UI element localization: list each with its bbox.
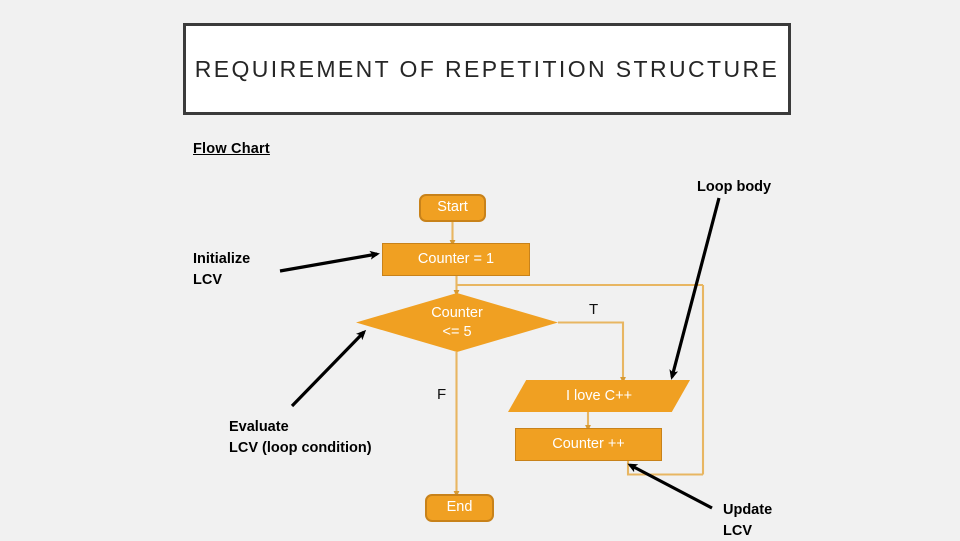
arrow-evaluate-lcv [290,329,367,408]
annotation-loop-body: Loop body [697,179,772,195]
flow-node-counter-init[interactable]: Counter = 1 [382,243,530,276]
annotation-evaluate-lcv: Evaluate LCV (loop condition) [229,419,372,456]
section-label-flow-chart: Flow Chart [193,141,270,157]
flow-node-decision-label: Counter <= 5 [431,305,483,340]
arrow-loop-body [669,197,721,380]
branch-label-true: T [589,301,599,318]
flow-node-start[interactable]: Start [419,194,486,222]
flow-node-end[interactable]: End [425,494,494,522]
annotation-initialize-lcv: Initialize LCV [193,251,251,288]
title-box: REQUIREMENT OF REPETITION STRUCTURE [183,23,791,115]
branch-label-false: F [437,386,447,403]
flow-node-output-i-love-cpp[interactable]: I love C++ [508,380,690,412]
arrow-initialize-lcv [279,250,380,273]
flow-node-decision-counter-le-5[interactable]: Counter <= 5 [356,293,558,352]
parallelogram-shape [508,380,690,412]
annotation-update-lcv: Update LCV [723,502,773,539]
flow-node-output-label: I love C++ [565,388,633,404]
arrow-update-lcv [627,463,713,510]
page-title: REQUIREMENT OF REPETITION STRUCTURE [194,55,780,82]
flow-node-counter-increment[interactable]: Counter ++ [515,428,662,461]
